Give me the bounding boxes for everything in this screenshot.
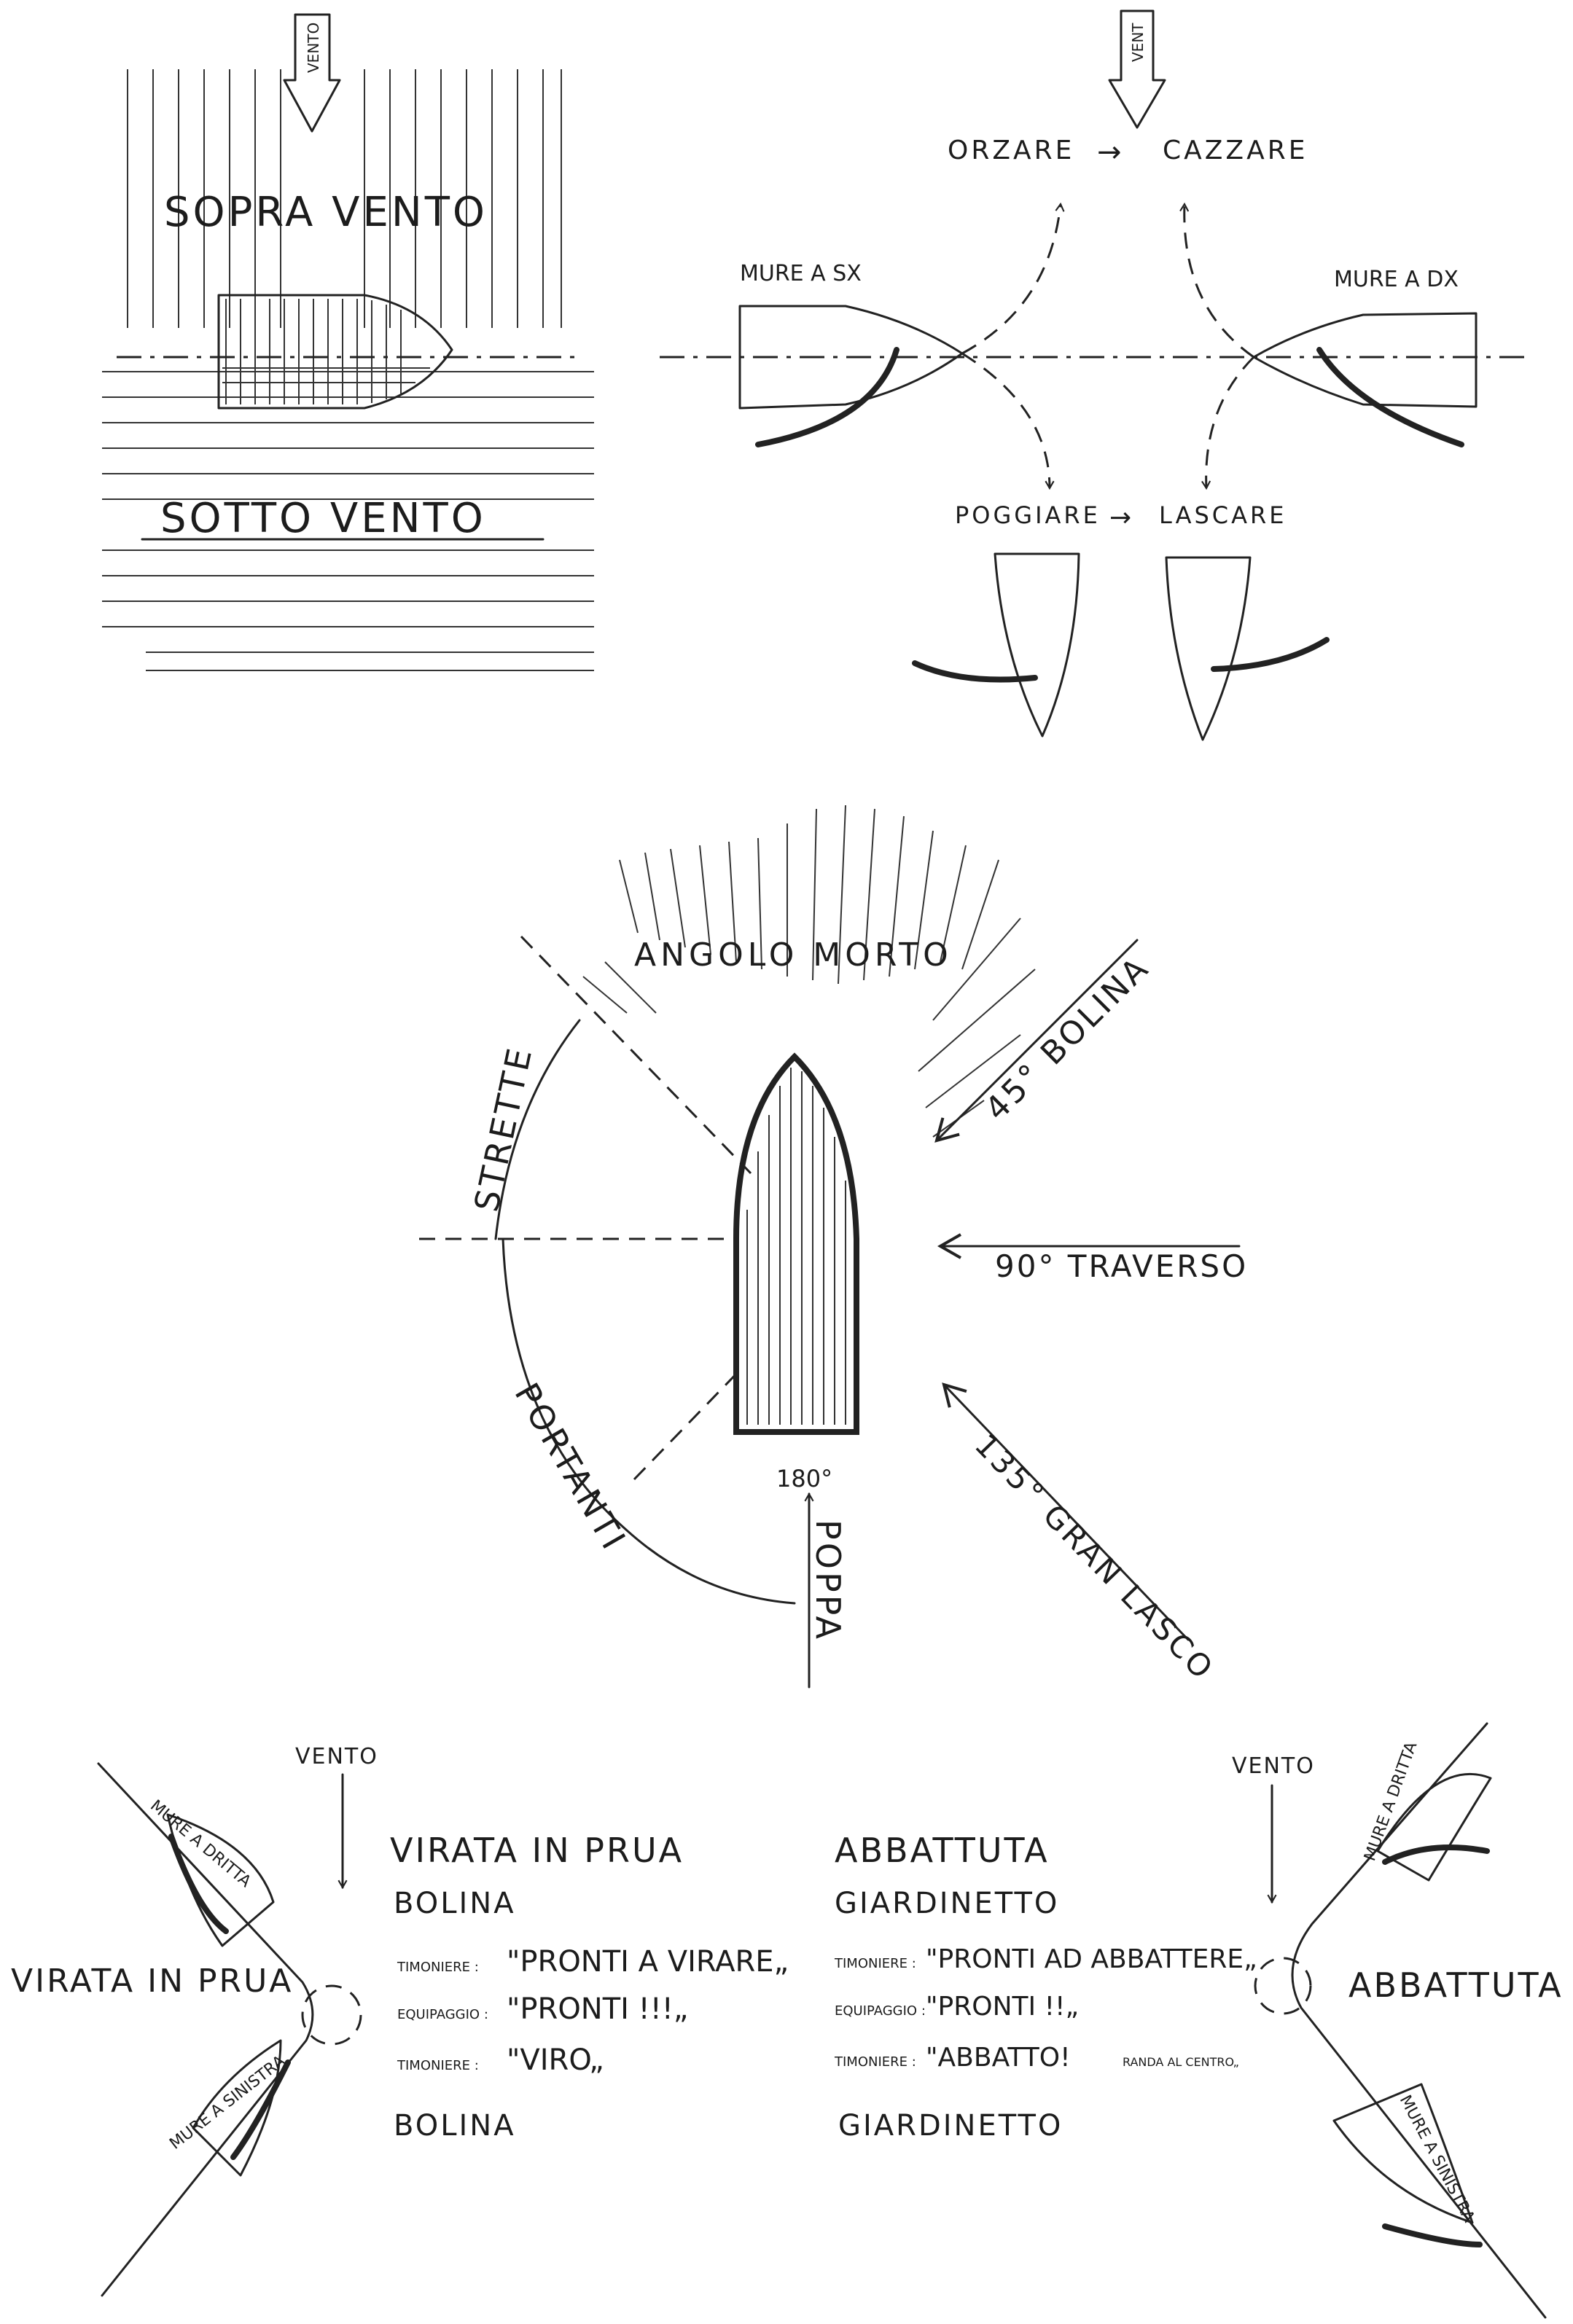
tack-boat-lower: MURE A SINISTRA bbox=[166, 2039, 291, 2177]
boat-port-tack bbox=[738, 305, 964, 447]
upwind-label: SOPRA VENTO bbox=[164, 189, 488, 236]
beam-reach-label: 90° TRAVERSO bbox=[995, 1248, 1248, 1284]
tack-line-2: "PRONTI !!!„ bbox=[507, 1992, 689, 2026]
gybe-boat-lower: MURE A SINISTRA bbox=[1332, 2083, 1483, 2247]
luff-label: ORZARE bbox=[948, 136, 1074, 165]
gybe-course-line bbox=[1291, 1722, 1547, 2319]
wind-arrow: VENTO bbox=[283, 13, 341, 133]
tack-line-3: "VIRO„ bbox=[507, 2043, 604, 2077]
broad-reach-boundary bbox=[633, 1365, 745, 1481]
tack-role-2: EQUIPAGGIO : bbox=[397, 2007, 488, 2022]
broad-reach-label: 135° GRAN LASCO bbox=[968, 1427, 1222, 1688]
downwind-label: SOTTO VENTO bbox=[160, 495, 486, 542]
wind-label-right: VENT bbox=[1129, 23, 1147, 62]
luff-bear-away-panel: VENT ORZARE → CAZZARE MURE A SX MURE A D… bbox=[660, 9, 1531, 741]
tack-start: BOLINA bbox=[394, 1887, 516, 1920]
gybe-boat-upper: MURE A DRITTA bbox=[1361, 1740, 1492, 1882]
arrow-1: → bbox=[1097, 136, 1122, 169]
boat-side-view bbox=[217, 294, 453, 410]
tack-side-label: VIRATA IN PRUA bbox=[11, 1963, 293, 2000]
boat-run-left bbox=[912, 552, 1080, 738]
arrow-2: → bbox=[1109, 503, 1131, 533]
tack-turn-circle bbox=[301, 1984, 362, 2046]
tack-course-line bbox=[97, 1762, 314, 2297]
tack-end: BOLINA bbox=[394, 2109, 516, 2143]
wind-arrow-right: VENT bbox=[1108, 9, 1166, 129]
downwind-arc bbox=[501, 1237, 796, 1605]
bear-away-label: POGGIARE bbox=[955, 501, 1101, 529]
starboard-tack-label: MURE A DX bbox=[1334, 267, 1459, 292]
points-of-sail-panel: ANGOLO MORTO 45° BOLINA 90° TRAVERSO 135… bbox=[419, 805, 1248, 1689]
gybe-panel: VENTO MURE A DRITTA MURE A SINISTRA ABBA… bbox=[834, 1722, 1564, 2319]
upwind-group-label: STRETTE bbox=[467, 1042, 540, 1215]
run-angle-label: 180° bbox=[776, 1465, 832, 1492]
tack-mure-dritta: MURE A DRITTA bbox=[147, 1796, 254, 1891]
gybe-mure-sinistra: MURE A SINISTRA bbox=[1396, 2092, 1478, 2226]
gybe-role-2: EQUIPAGGIO : bbox=[835, 2003, 926, 2019]
gybe-end: GIARDINETTO bbox=[838, 2109, 1063, 2143]
tack-title: VIRATA IN PRUA bbox=[390, 1831, 684, 1870]
tack-panel: VENTO MURE A DRITTA MURE A SINISTRA VIRA… bbox=[11, 1744, 789, 2297]
gybe-turn-circle bbox=[1254, 1957, 1312, 2015]
tack-line-1: "PRONTI A VIRARE„ bbox=[507, 1945, 789, 1979]
sheet-in-label: CAZZARE bbox=[1163, 136, 1308, 165]
gybe-side-label: ABBATTUTA bbox=[1348, 1965, 1564, 2005]
tack-wind-label: VENTO bbox=[295, 1744, 378, 1769]
dead-zone-label: ANGOLO MORTO bbox=[634, 936, 953, 974]
boat-run-right bbox=[1165, 556, 1330, 741]
gybe-line-2: "PRONTI !!„ bbox=[926, 1992, 1079, 2022]
gybe-role-1: TIMONIERE : bbox=[834, 1956, 916, 1971]
wind-label: VENTO bbox=[305, 23, 322, 73]
tack-role-1: TIMONIERE : bbox=[397, 1960, 479, 1975]
upwind-arc bbox=[494, 1019, 581, 1240]
port-tack-label: MURE A SX bbox=[740, 261, 862, 286]
tack-boat-upper: MURE A DRITTA bbox=[147, 1796, 275, 1947]
gybe-mure-dritta: MURE A DRITTA bbox=[1361, 1740, 1421, 1863]
luff-path-right bbox=[1179, 202, 1254, 359]
upwind-downwind-panel: VENTO SOPRA VENTO SOTTO VENTO bbox=[102, 13, 594, 671]
luff-path-left bbox=[961, 202, 1065, 355]
close-hauled-arrow bbox=[934, 939, 1139, 1143]
upwind-hatching bbox=[127, 69, 562, 328]
boat-top-view bbox=[733, 1052, 859, 1435]
run-label: POPPA bbox=[808, 1519, 848, 1642]
gybe-start: GIARDINETTO bbox=[835, 1887, 1059, 1920]
gybe-title: ABBATTUTA bbox=[835, 1831, 1050, 1870]
dead-zone-boundary-left bbox=[520, 935, 752, 1175]
bear-away-path-right bbox=[1201, 356, 1255, 490]
downwind-group-label: PORTANTI bbox=[507, 1377, 634, 1558]
bear-away-path-left bbox=[961, 352, 1055, 490]
gybe-line-1: "PRONTI AD ABBATTERE„ bbox=[926, 1944, 1257, 1974]
gybe-line-4: RANDA AL CENTRO„ bbox=[1123, 2055, 1239, 2069]
dead-zone-rays bbox=[582, 805, 1036, 1138]
tack-role-3: TIMONIERE : bbox=[397, 2058, 479, 2073]
gybe-wind-label: VENTO bbox=[1232, 1753, 1315, 1779]
boat-starboard-tack bbox=[1252, 312, 1478, 447]
ease-label: LASCARE bbox=[1159, 501, 1287, 529]
close-hauled-label: 45° BOLINA bbox=[978, 949, 1158, 1128]
broad-reach-arrow bbox=[942, 1382, 1190, 1641]
gybe-line-3: "ABBATTO! bbox=[926, 2043, 1071, 2073]
gybe-role-3: TIMONIERE : bbox=[834, 2054, 916, 2070]
